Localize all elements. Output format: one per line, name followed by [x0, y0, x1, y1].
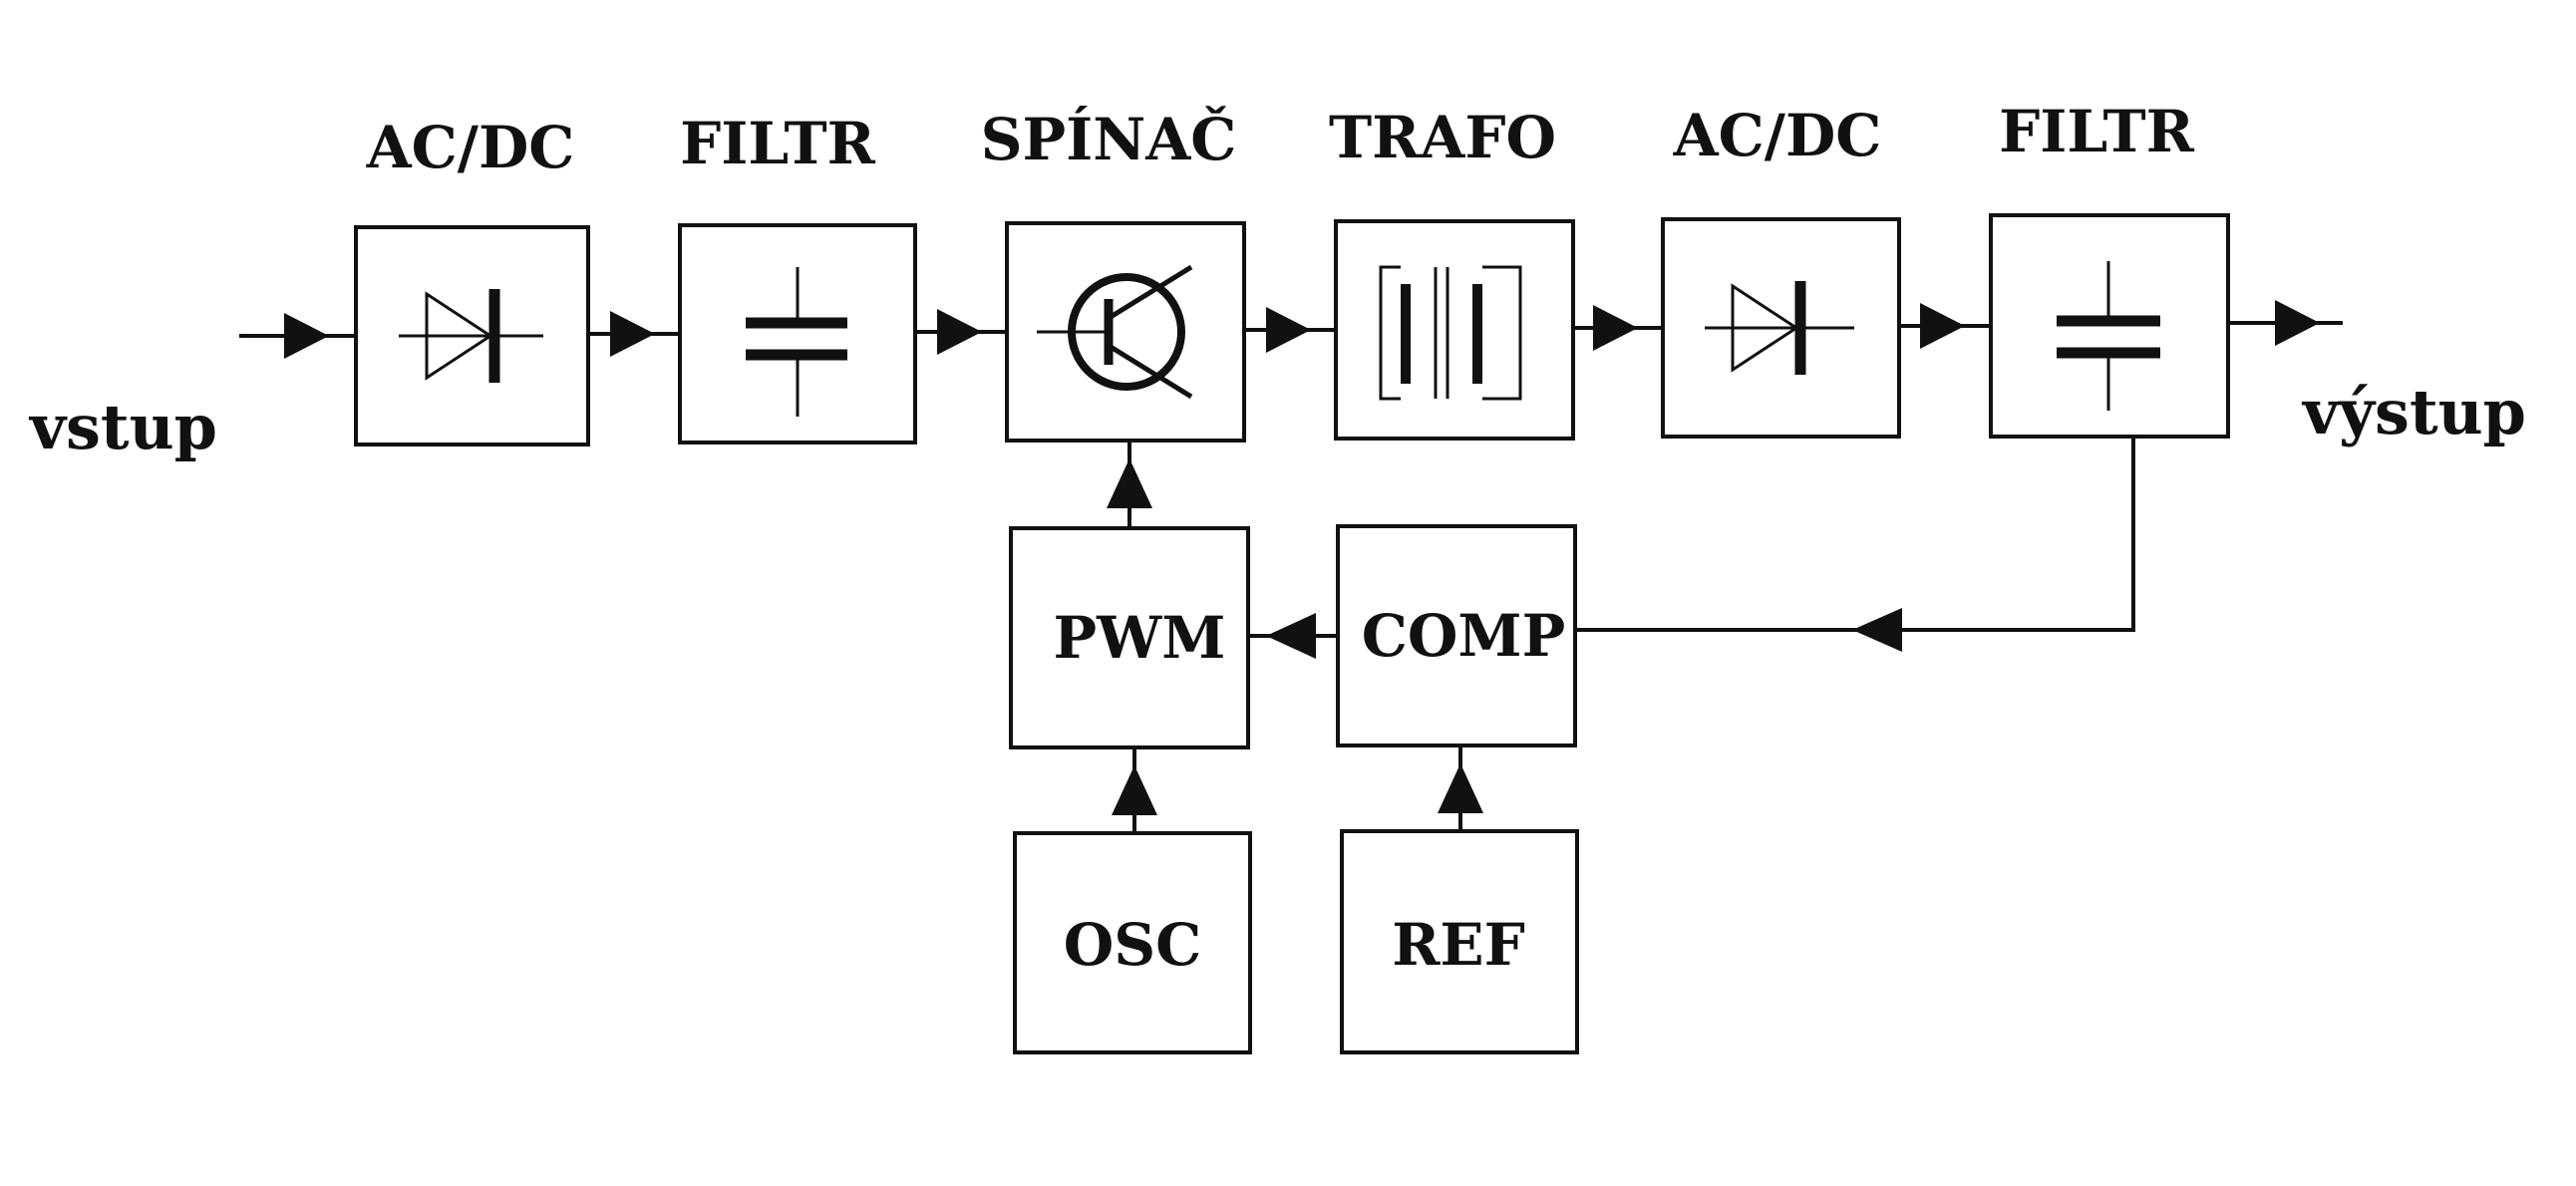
block-ac-dc-2 — [1661, 217, 1901, 439]
comp-to-pwm — [1248, 613, 1338, 659]
stage-label-ac-dc-2: AC/DC — [1673, 102, 1882, 169]
stage-label-filtr-1: FILTR — [680, 110, 876, 177]
capacitor-icon — [746, 267, 847, 417]
block-trafo — [1334, 219, 1575, 441]
osc-label: OSC — [1064, 911, 1202, 979]
block-ac-dc-1 — [354, 225, 590, 446]
stage-label-filtr-2: FILTR — [1999, 98, 2195, 165]
output-label: výstup — [2301, 376, 2526, 448]
stage-label-spinac: SPÍNAČ — [981, 106, 1237, 173]
ref-label: REF — [1392, 911, 1525, 979]
block-pwm: PWM — [1009, 526, 1250, 749]
pwm-to-spinac — [1107, 441, 1152, 528]
ref-to-comp — [1438, 745, 1483, 831]
osc-to-pwm — [1112, 747, 1157, 833]
pwm-label: PWM — [1054, 604, 1226, 672]
capacitor-icon — [2057, 261, 2160, 411]
block-filtr-1 — [678, 223, 917, 445]
feedback-path — [1575, 437, 2135, 652]
stage-label-trafo: TRAFO — [1329, 104, 1556, 171]
input-label: vstup — [28, 391, 217, 463]
stage-label-ac-dc-1: AC/DC — [366, 114, 575, 181]
diode-icon — [399, 289, 543, 383]
transformer-icon — [1379, 265, 1522, 401]
main-path-arrows — [284, 300, 2320, 359]
block-filtr-2 — [1989, 213, 2230, 439]
diode-icon — [1705, 281, 1854, 375]
block-spinac — [1005, 221, 1246, 443]
transistor-icon — [1037, 264, 1193, 400]
block-ref: REF — [1340, 829, 1579, 1054]
block-osc: OSC — [1013, 831, 1252, 1054]
comp-label: COMP — [1362, 602, 1566, 670]
block-comp: COMP — [1336, 524, 1577, 747]
